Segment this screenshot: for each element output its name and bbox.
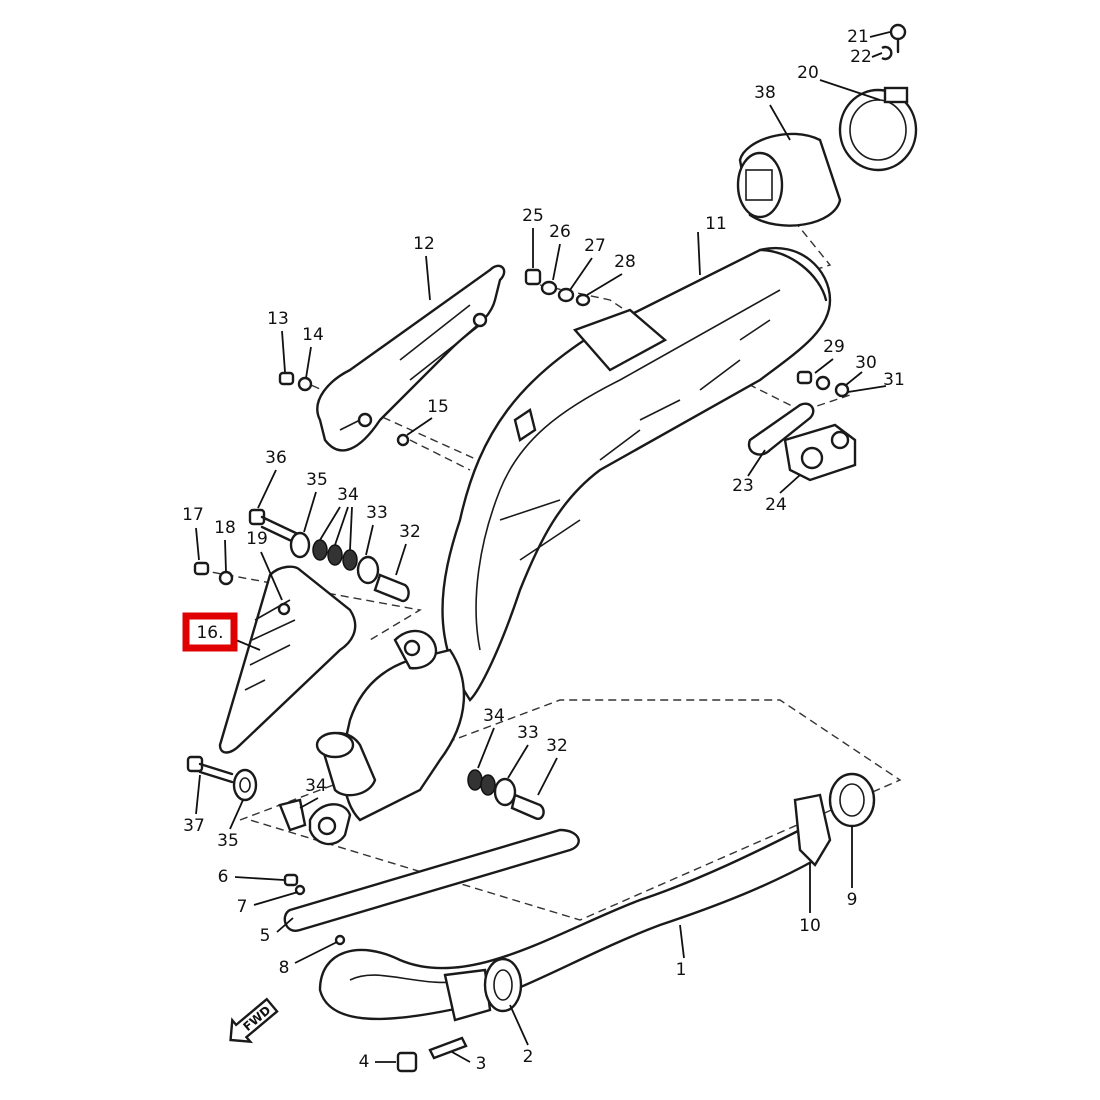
damper-24 [783, 423, 857, 482]
part-label-12: 12 [413, 234, 435, 254]
part-label-5: 5 [260, 926, 271, 946]
part-label-37: 37 [183, 816, 205, 836]
part-label-33: 33 [366, 503, 388, 523]
part-label-6: 6 [218, 867, 229, 887]
part-label-28: 28 [614, 252, 636, 272]
part-label-18: 18 [214, 518, 236, 538]
part-label-35: 35 [306, 470, 328, 490]
exhaust-pipe [318, 828, 817, 1022]
part-label-19: 19 [246, 529, 268, 549]
side-cover-16 [218, 565, 357, 754]
bracket-5 [283, 828, 580, 932]
part-label-29: 29 [823, 337, 845, 357]
part-label-2: 2 [523, 1047, 534, 1067]
muffler-body [441, 247, 832, 702]
part-label-32: 32 [546, 736, 568, 756]
plate-23 [747, 402, 815, 456]
part-label-20: 20 [797, 63, 819, 83]
clamp-10 [793, 793, 832, 867]
part-label-34: 34 [337, 485, 359, 505]
part-label-21: 21 [847, 27, 869, 47]
part-label-31: 31 [883, 370, 905, 390]
part-label-32: 32 [399, 522, 421, 542]
gasket-9 [828, 772, 876, 828]
part-label-17: 17 [182, 505, 204, 525]
part-label-25: 25 [522, 206, 544, 226]
part-label-34: 34 [305, 776, 327, 796]
fwd-direction-marker: FWD [229, 997, 279, 1044]
part-label-23: 23 [732, 476, 754, 496]
part-label-30: 30 [855, 353, 877, 373]
part-label-14: 14 [302, 325, 324, 345]
part-labels: 1 2 3 4 5 6 7 8 9 10 11 12 13 14 15 16. … [182, 27, 905, 1074]
heat-shield-12 [316, 264, 506, 452]
part-label-16: 16. [196, 623, 223, 643]
part-label-3: 3 [476, 1054, 487, 1074]
highlight-box [182, 612, 238, 652]
part-label-27: 27 [584, 236, 606, 256]
part-label-33: 33 [517, 723, 539, 743]
cap-20 [838, 86, 918, 172]
part-label-36: 36 [265, 448, 287, 468]
part-label-35: 35 [217, 831, 239, 851]
part-label-24: 24 [765, 495, 787, 515]
part-label-38: 38 [754, 83, 776, 103]
part-label-34: 34 [483, 706, 505, 726]
exhaust-header-section [308, 629, 466, 846]
part-label-15: 15 [427, 397, 449, 417]
part-label-26: 26 [549, 222, 571, 242]
part-label-22: 22 [850, 47, 872, 67]
part-label-11: 11 [705, 214, 727, 234]
part-label-8: 8 [279, 958, 290, 978]
part-label-7: 7 [237, 897, 248, 917]
part-label-1: 1 [676, 960, 687, 980]
end-cap-38 [736, 132, 842, 227]
hardware [186, 23, 907, 1073]
part-label-4: 4 [359, 1052, 370, 1072]
part-label-10: 10 [799, 916, 821, 936]
leader-lines [195, 31, 891, 1063]
part-label-13: 13 [267, 309, 289, 329]
part-label-9: 9 [847, 890, 858, 910]
